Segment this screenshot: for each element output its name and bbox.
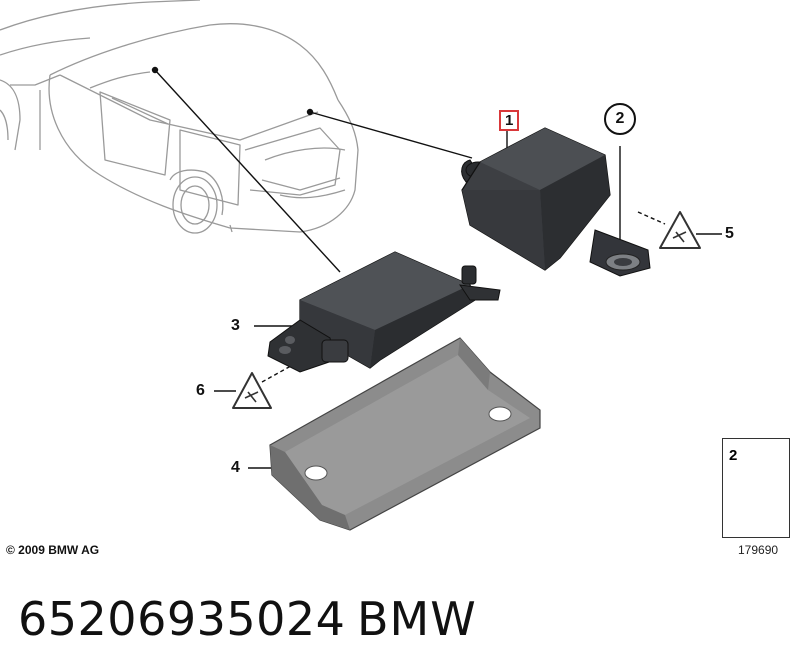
diagram-id: 179690	[738, 543, 779, 557]
callout-3: 3	[231, 317, 240, 334]
antenna-module-part-3	[267, 251, 501, 373]
callout-2: 2	[604, 103, 636, 135]
callout-1: 1	[499, 110, 520, 131]
car-outline-illustration	[0, 0, 359, 234]
legend-item-number: 2	[729, 447, 738, 464]
connector-warning-icon-6	[232, 372, 272, 409]
callout-4: 4	[231, 459, 240, 476]
callout-6: 6	[196, 382, 205, 399]
bracket-part-4	[269, 337, 541, 531]
part-number: 65206935024	[18, 592, 346, 646]
copyright-text: © 2009 BMW AG	[6, 543, 100, 557]
control-unit-part-1	[461, 127, 651, 277]
brand-name: BMW	[357, 592, 477, 646]
callout-5: 5	[725, 225, 734, 242]
connector-warning-icon-5	[659, 211, 701, 249]
legend-box: 2	[722, 438, 790, 538]
